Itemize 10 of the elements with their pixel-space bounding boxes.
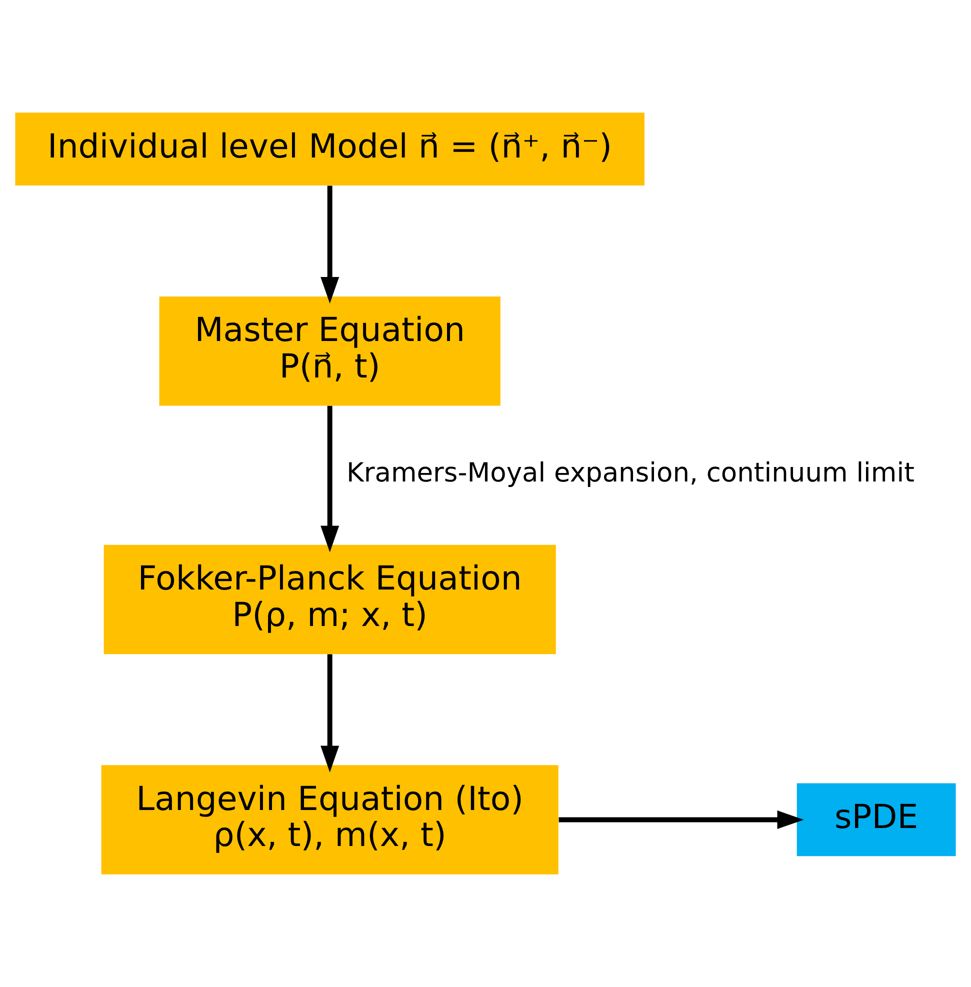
node-box: Master Equation P(n⃗, t) (159, 296, 500, 406)
arrow (320, 654, 340, 772)
arrow (558, 810, 804, 830)
edge-label: Kramers-Moyal expansion, continuum limit (346, 458, 914, 489)
arrow (320, 186, 340, 304)
node-box: Individual level Model n⃗ = (n⃗⁺, n⃗⁻) (15, 112, 644, 186)
arrow (320, 406, 340, 552)
node-box: sPDE (796, 783, 956, 856)
node-box: Langevin Equation (Ito) ρ(x, t), m(x, t) (101, 765, 558, 874)
node-box: Fokker-Planck Equation P(ρ, m; x, t) (104, 544, 556, 654)
